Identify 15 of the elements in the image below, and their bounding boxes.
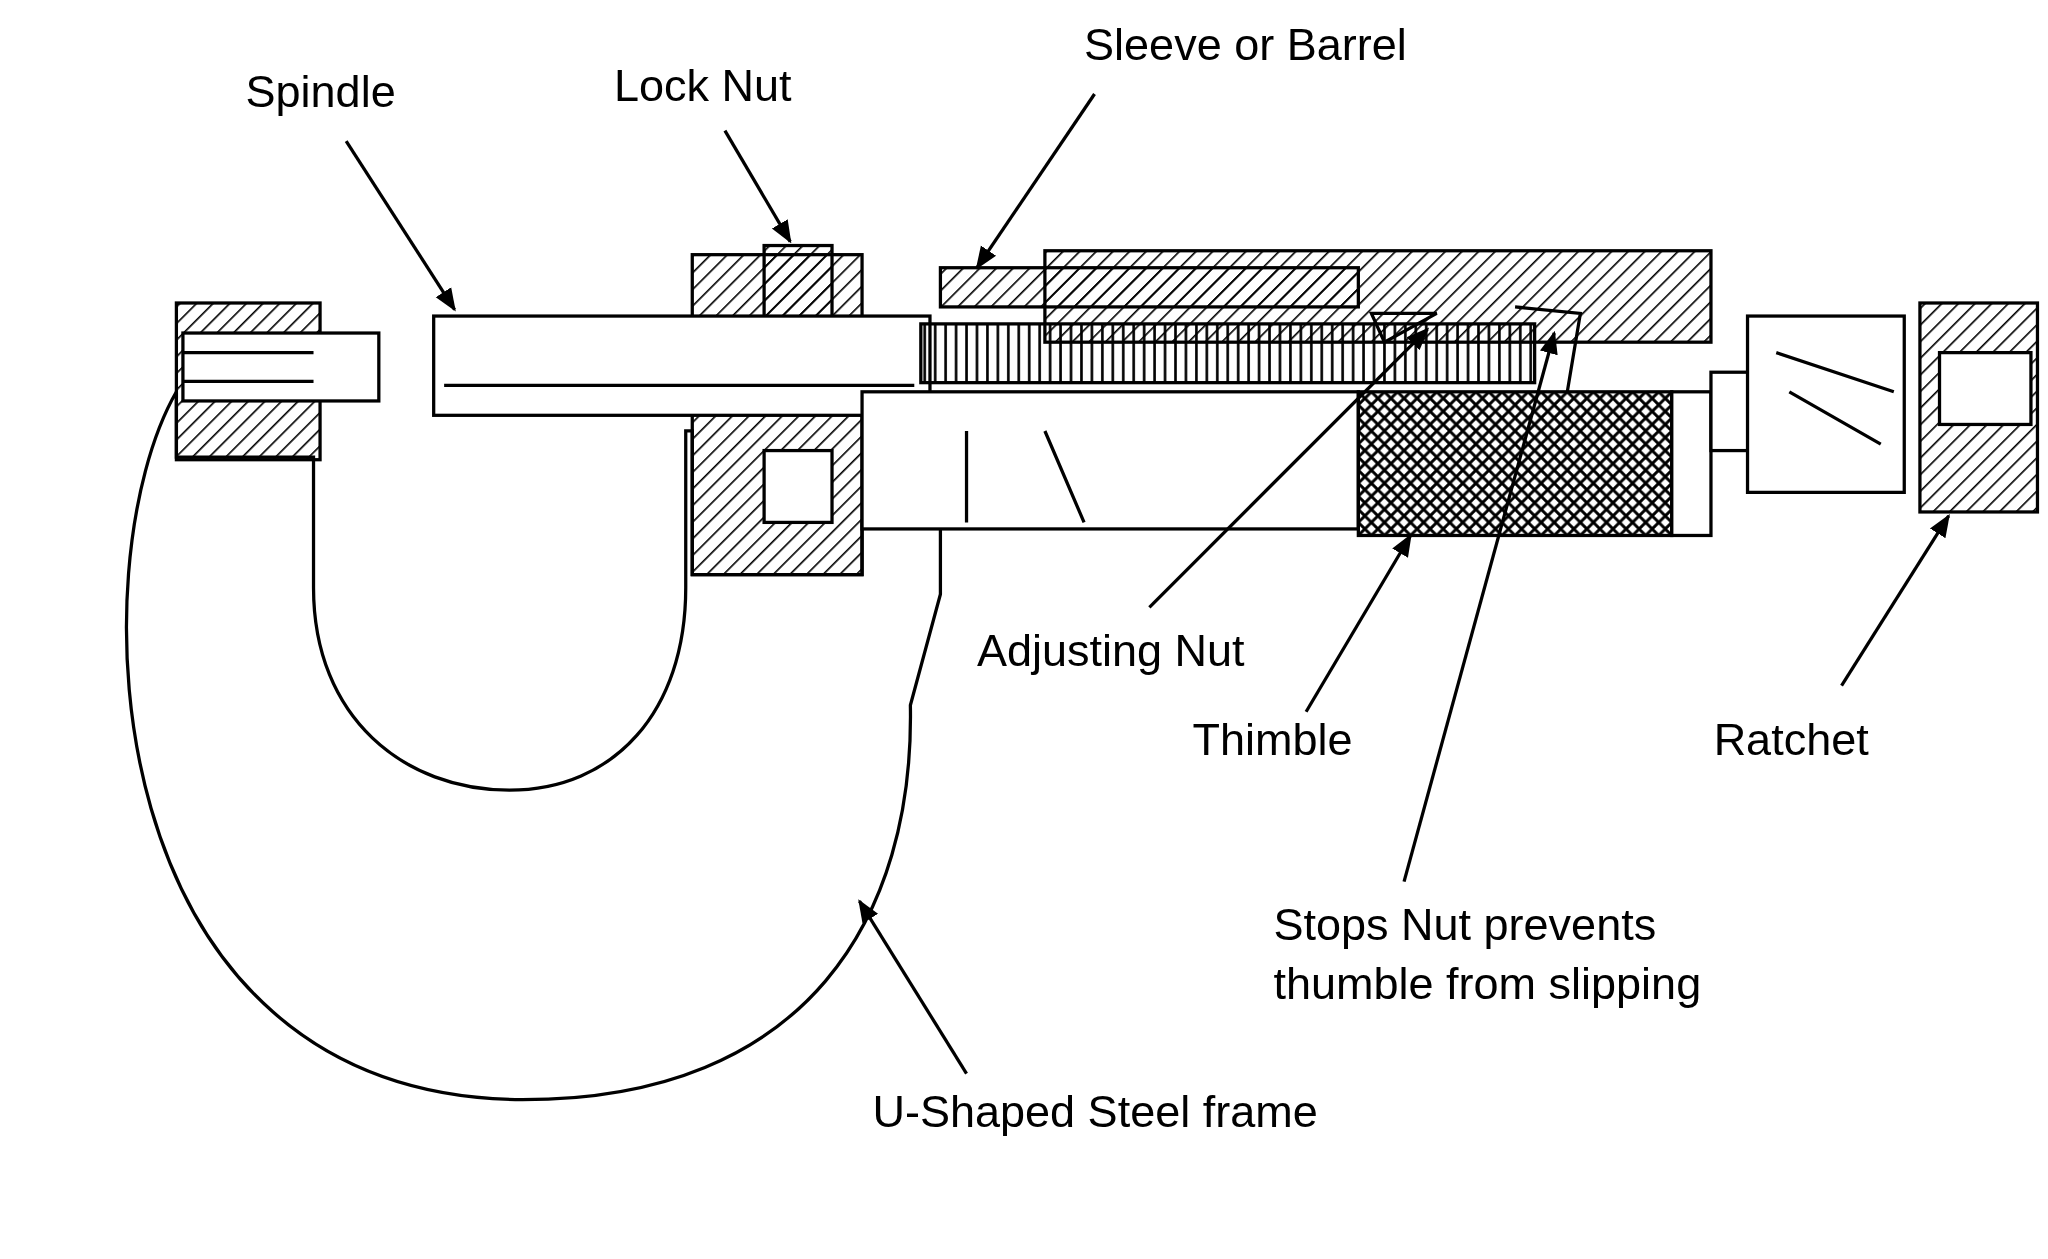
leader-line [1148, 327, 1430, 609]
part-label: Ratchet [1713, 710, 1869, 769]
part-label: Adjusting Nut [976, 621, 1245, 681]
leader-line [723, 129, 792, 244]
leader-line [1402, 330, 1558, 882]
part-label: Lock Nut [613, 57, 792, 116]
part-label: Spindle [245, 62, 396, 122]
leader-line [1840, 513, 1951, 687]
part-label: Thimble [1192, 710, 1353, 769]
part-label: Stops Nut prevents thumble from slipping [1273, 896, 1809, 1013]
leader-line [975, 93, 1096, 270]
part-label: U-Shaped Steel frame [872, 1082, 1318, 1142]
leader-line [344, 140, 456, 312]
part-label: Sleeve or Barrel [1084, 15, 1407, 75]
leader-line [858, 899, 968, 1075]
